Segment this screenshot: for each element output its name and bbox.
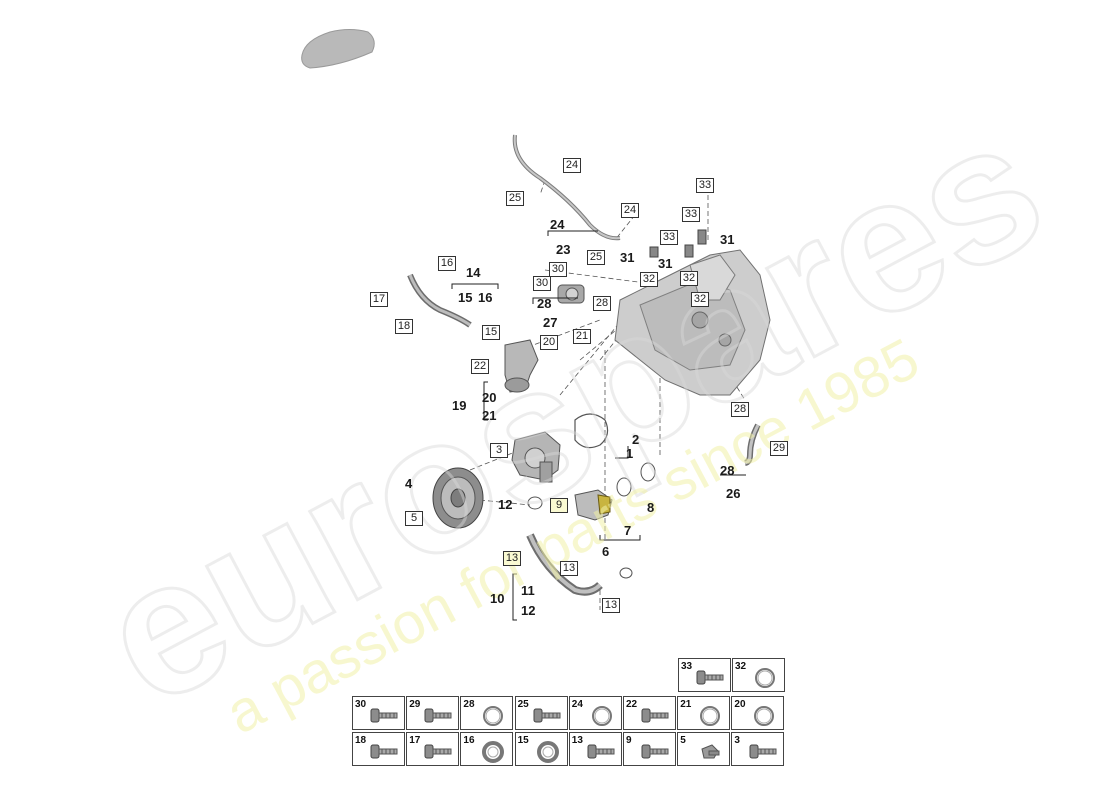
box-20: 20: [540, 335, 558, 350]
callout-21: 21: [482, 408, 497, 423]
box-28-a: 28: [593, 296, 611, 311]
box-17: 17: [370, 292, 388, 307]
callout-28: 28: [537, 296, 552, 311]
box-25-a: 25: [506, 191, 524, 206]
box-30-b: 30: [533, 276, 551, 291]
box-32-c: 32: [691, 292, 709, 307]
callout-6: 6: [602, 544, 610, 559]
box-33-a: 33: [696, 178, 714, 193]
coolant-pipe-upper: [512, 134, 621, 241]
callout-24: 24: [550, 217, 565, 232]
coolant-elbow-26: [744, 423, 761, 466]
callout-14: 14: [466, 265, 481, 280]
box-33-c: 33: [660, 230, 678, 245]
callout-8: 8: [647, 500, 655, 515]
box-16: 16: [438, 256, 456, 271]
car-silhouette-icon: [301, 29, 375, 69]
group-brackets: [451, 230, 746, 621]
box-3: 3: [490, 443, 508, 458]
callout-4: 4: [405, 476, 413, 491]
box-21: 21: [573, 329, 591, 344]
callout-7: 7: [624, 523, 632, 538]
callout-15: 15: [458, 290, 473, 305]
callout-27: 27: [543, 315, 558, 330]
callout-31-a: 31: [620, 250, 635, 265]
box-24-b: 24: [621, 203, 639, 218]
box-13-c: 13: [602, 598, 620, 613]
callout-26: 26: [726, 486, 741, 501]
box-29: 29: [770, 441, 788, 456]
pulley-4: [432, 467, 484, 529]
box-13-a: 13: [503, 551, 521, 566]
callout-20: 20: [482, 390, 497, 405]
box-33-b: 33: [682, 207, 700, 222]
box-24-a: 24: [563, 158, 581, 173]
callout-31-b: 31: [658, 256, 673, 271]
sensor-31: [649, 229, 707, 258]
box-32-a: 32: [640, 272, 658, 287]
box-30-a: 30: [549, 262, 567, 277]
box-9: 9: [550, 498, 568, 513]
box-32-b: 32: [680, 271, 698, 286]
callout-16: 16: [478, 290, 493, 305]
thermostat-housing-27: [557, 284, 585, 304]
box-25-b: 25: [587, 250, 605, 265]
callout-10: 10: [490, 591, 505, 606]
box-13-b: 13: [560, 561, 578, 576]
callout-1: 1: [626, 446, 634, 461]
coolant-pipe-lower-10: [526, 533, 633, 596]
callout-12-b: 12: [521, 603, 536, 618]
callout-2: 2: [632, 432, 640, 447]
callout-19: 19: [452, 398, 467, 413]
callout-31-c: 31: [720, 232, 735, 247]
o-ring-8: [640, 462, 656, 482]
box-5: 5: [405, 511, 423, 526]
gasket-2: [574, 413, 609, 449]
oil-filter-housing-19: [504, 339, 539, 393]
callout-12-a: 12: [498, 497, 513, 512]
water-pump-1: [511, 431, 561, 483]
o-ring-7: [616, 477, 632, 497]
box-18: 18: [395, 319, 413, 334]
coolant-valve-6: [574, 489, 613, 521]
box-15: 15: [482, 325, 500, 340]
box-22: 22: [471, 359, 489, 374]
callout-23: 23: [556, 242, 571, 257]
callout-11: 11: [521, 583, 535, 598]
coolant-hose-14: [407, 273, 472, 328]
box-28-b: 28: [731, 402, 749, 417]
callout-28-b: 28: [720, 463, 735, 478]
o-ring-12: [527, 496, 543, 510]
